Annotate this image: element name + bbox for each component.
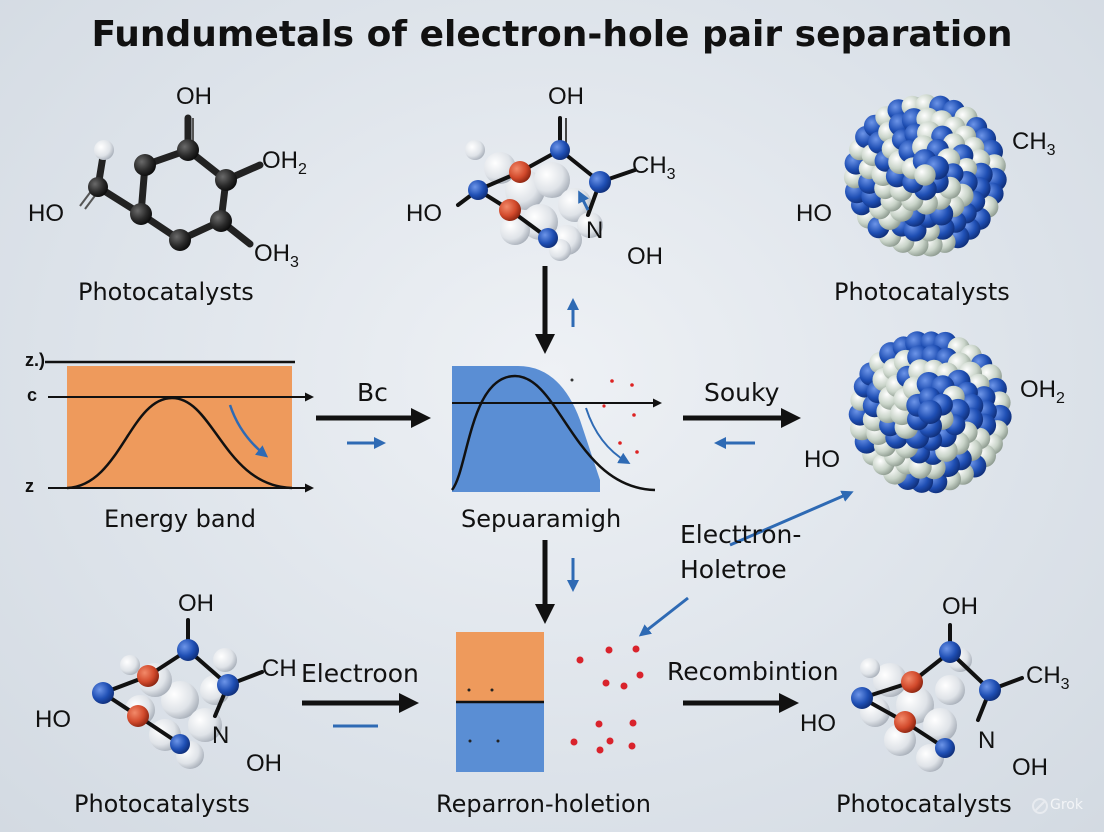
nanoparticle-atom: [914, 164, 936, 186]
nanoparticle-middle-right: [848, 331, 1012, 494]
page-title: Fundumetals of electron-hole pair separa…: [91, 14, 1013, 55]
caption-photocatalysts-top-right: Photocatalysts: [834, 278, 1010, 306]
caption-energy-band: Energy band: [104, 505, 257, 533]
label-ch: CH: [262, 655, 297, 682]
label-oh2: OH2: [1020, 376, 1065, 407]
label-oh3: OH3: [254, 240, 299, 271]
arrow-label-recombintion: Recombintion: [667, 657, 839, 686]
separation-carriers: [570, 378, 639, 454]
watermark-text: Grok: [1050, 797, 1083, 813]
nanoparticle-atom: [918, 400, 942, 424]
arrow-label-souky: Souky: [704, 378, 780, 407]
label-ho: HO: [800, 710, 836, 737]
caption-photocatalysts-top-left: Photocatalysts: [78, 278, 254, 306]
label-ch3: CH3: [632, 152, 676, 183]
label-ho: HO: [35, 706, 71, 733]
label-oh: OH: [942, 593, 978, 620]
grok-watermark-icon: [1032, 798, 1048, 814]
molecule-bottom-left: [92, 618, 264, 769]
band-axis-top: z.): [25, 350, 45, 370]
recombination-carriers: [570, 645, 644, 754]
caption-photocatalysts-bottom-right: Photocatalysts: [836, 790, 1012, 818]
molecule-top-left: [79, 114, 264, 251]
label-ch3: CH3: [1026, 662, 1070, 693]
band-axis-mid: c: [27, 385, 38, 405]
label-oh: OH: [627, 243, 663, 270]
molecule-top-middle: [456, 116, 637, 261]
label-oh: OH: [1012, 754, 1048, 781]
separation-panel: [450, 366, 662, 492]
label-ho: HO: [28, 200, 64, 227]
arrow-label-electtron-line1: Electtron-: [680, 520, 802, 549]
label-oh: OH: [178, 590, 214, 617]
caption-separation: Sepuaramigh: [461, 505, 622, 533]
label-ho: HO: [406, 200, 442, 227]
caption-photocatalysts-bottom-left: Photocatalysts: [74, 790, 250, 818]
energy-band-panel: [45, 360, 314, 493]
label-ch3: CH3: [1012, 128, 1056, 159]
label-ho: HO: [804, 446, 840, 473]
reparron-panel: [456, 632, 644, 772]
black-arrows: [302, 266, 801, 713]
band-axis-bottom: z: [25, 476, 34, 496]
caption-reparron: Reparron-holetion: [436, 790, 651, 818]
label-oh: OH: [176, 83, 212, 110]
arrow-label-electroon: Electroon: [301, 659, 419, 688]
label-ho: HO: [796, 200, 832, 227]
blue-arrows: [333, 298, 854, 728]
arrow-label-bc: Bc: [357, 378, 388, 407]
nanoparticle-top-right: [843, 94, 1007, 257]
label-n: N: [978, 727, 996, 754]
label-n: N: [586, 217, 604, 244]
label-oh: OH: [548, 83, 584, 110]
label-oh2: OH2: [262, 147, 307, 178]
molecule-bottom-right: [851, 623, 1024, 772]
label-n: N: [212, 722, 230, 749]
arrow-label-electtron-line2: Holetroe: [680, 555, 787, 584]
label-oh: OH: [246, 750, 282, 777]
